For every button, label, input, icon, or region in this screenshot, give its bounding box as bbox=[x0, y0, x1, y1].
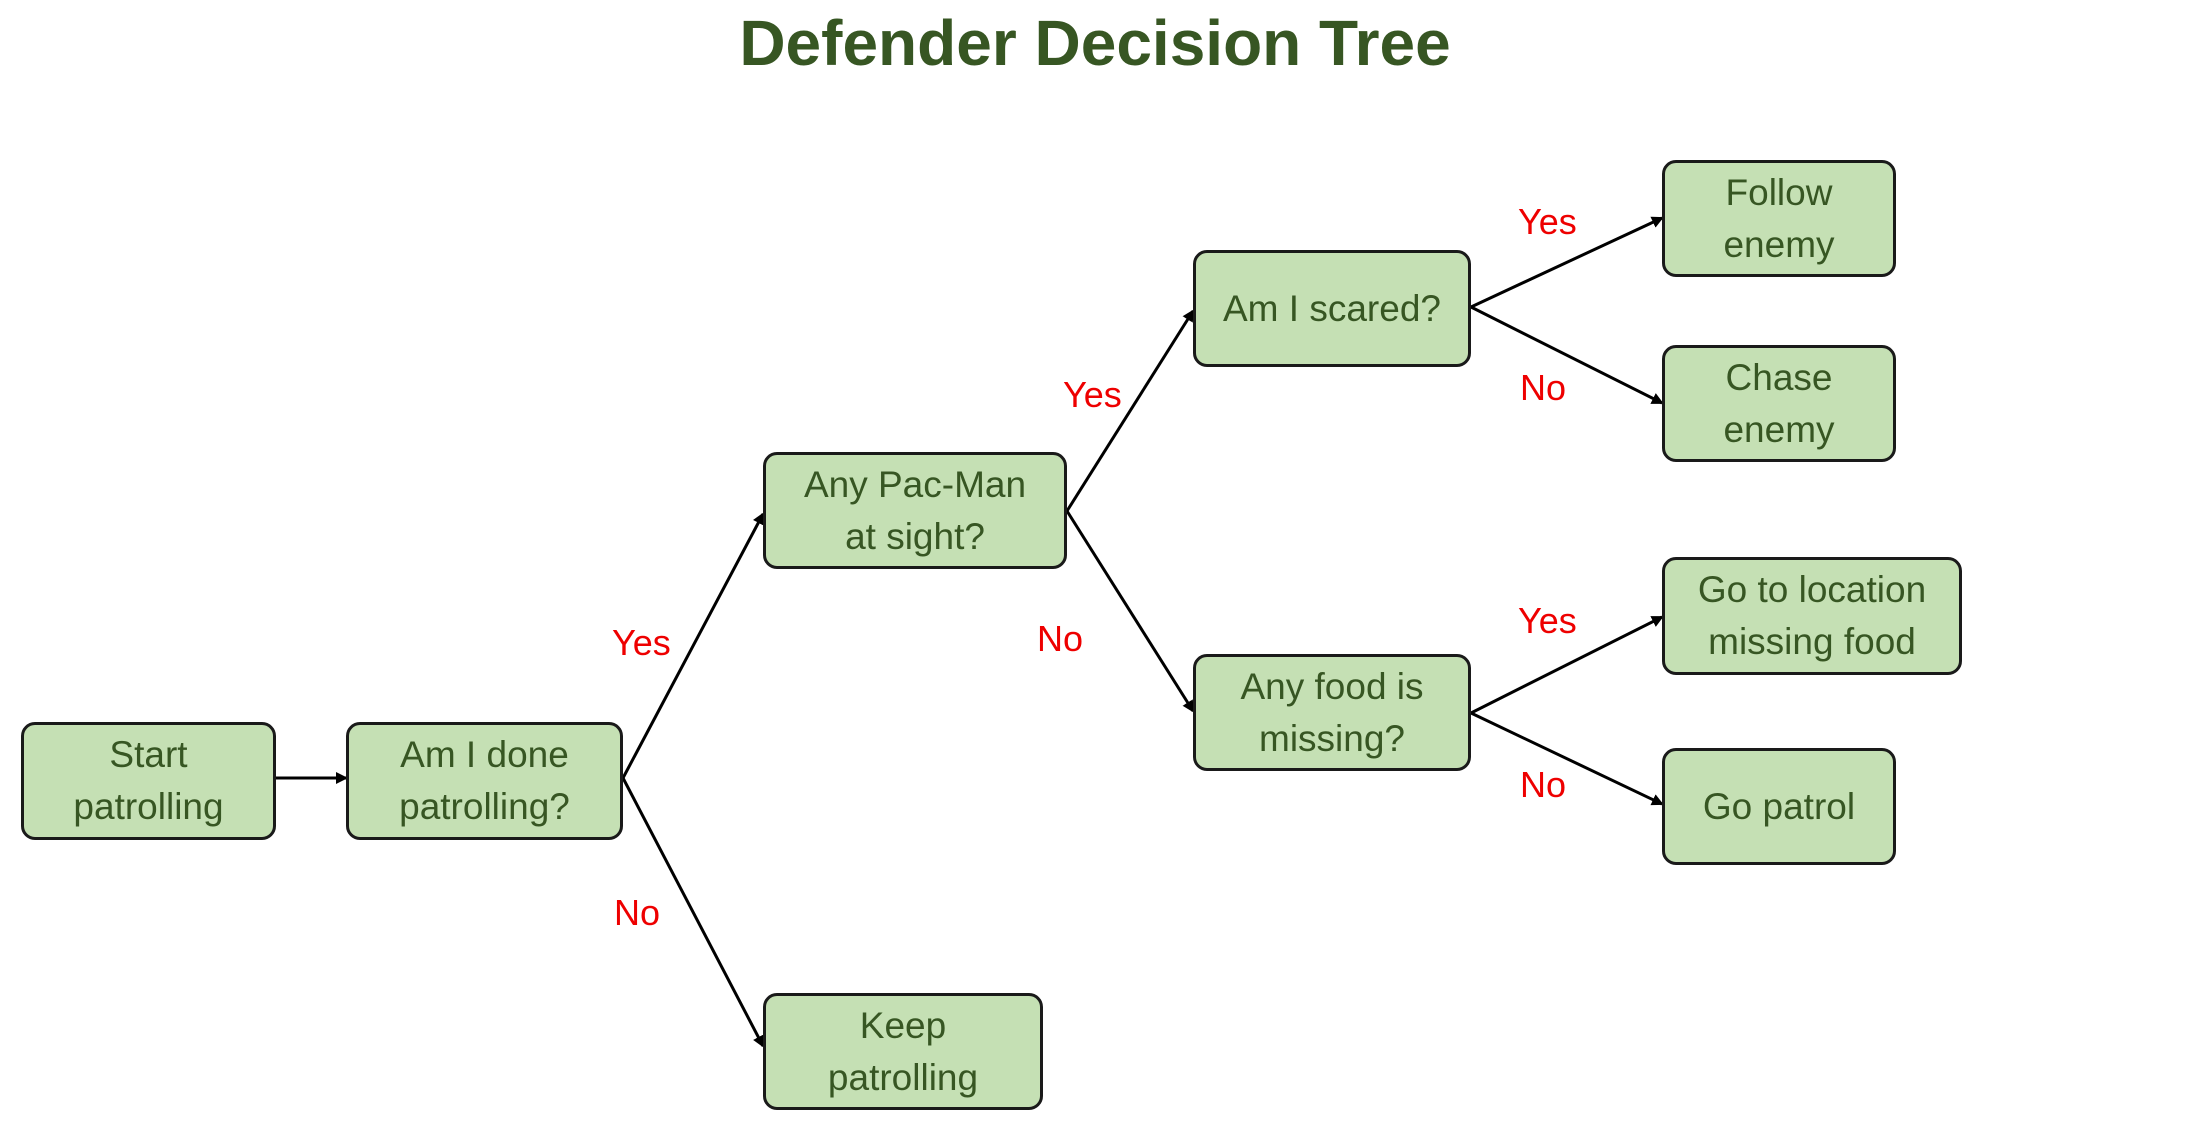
edge-done-to-keep bbox=[621, 777, 765, 1048]
node-go-to-location-missing-food: Go to location missing food bbox=[1662, 557, 1962, 675]
edge-food-to-goto bbox=[1470, 615, 1664, 715]
node-am-i-scared: Am I scared? bbox=[1193, 250, 1471, 367]
edge-label-food-yes: Yes bbox=[1518, 600, 1577, 641]
edge-label-done-yes: Yes bbox=[612, 622, 671, 663]
diagram-title: Defender Decision Tree bbox=[739, 7, 1451, 79]
node-start-patrolling: Start patrolling bbox=[21, 722, 276, 840]
node-any-food-missing: Any food is missing? bbox=[1193, 654, 1471, 771]
edge-pacman-to-food bbox=[1065, 510, 1195, 713]
edge-label-food-no: No bbox=[1520, 764, 1567, 805]
node-any-pacman-at-sight: Any Pac-Man at sight? bbox=[763, 452, 1067, 569]
edge-label-pacman-yes: Yes bbox=[1063, 374, 1122, 415]
node-chase-enemy: Chase enemy bbox=[1662, 345, 1896, 462]
edge-food-to-patrol bbox=[1470, 711, 1664, 806]
edge-done-to-pacman bbox=[621, 512, 765, 779]
node-go-patrol: Go patrol bbox=[1662, 748, 1896, 865]
edge-scared-to-chase bbox=[1470, 305, 1664, 405]
edge-label-scared-yes: Yes bbox=[1518, 201, 1577, 242]
edge-scared-to-follow bbox=[1470, 216, 1664, 309]
node-keep-patrolling: Keep patrolling bbox=[763, 993, 1043, 1110]
edge-pacman-to-scared bbox=[1065, 309, 1195, 512]
edge-label-scared-no: No bbox=[1520, 367, 1567, 408]
node-follow-enemy: Follow enemy bbox=[1662, 160, 1896, 277]
node-am-i-done-patrolling: Am I done patrolling? bbox=[346, 722, 623, 840]
edge-label-done-no: No bbox=[614, 892, 661, 933]
edge-label-pacman-no: No bbox=[1037, 618, 1084, 659]
